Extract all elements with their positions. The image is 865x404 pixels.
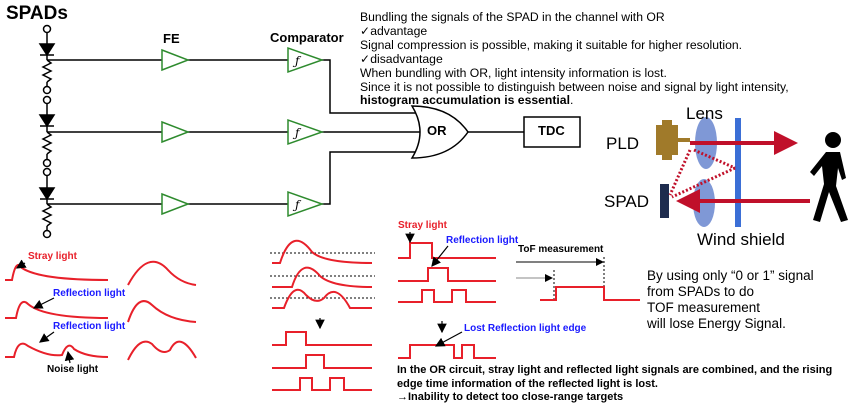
tof-waveform	[516, 257, 640, 301]
spads-label: SPADs	[6, 3, 68, 24]
label-reflection-light-1: Reflection light	[53, 288, 126, 299]
or-label: OR	[427, 123, 447, 138]
tdc-label: TDC	[538, 123, 565, 138]
wave-stray-reflect	[5, 300, 109, 319]
or-gate	[410, 105, 469, 159]
spad-label: SPAD	[604, 192, 650, 211]
comparator-3	[287, 190, 325, 218]
fe-amp-1	[161, 48, 191, 72]
fe-amplifiers	[161, 48, 191, 216]
energy-line-3: TOF measurement	[647, 300, 761, 315]
fe-label: FE	[163, 31, 180, 46]
label-noise-light: Noise light	[47, 364, 99, 375]
spad-cell-2	[38, 95, 56, 168]
wave-stray-reflect-noise	[5, 342, 109, 358]
wave-stray	[5, 264, 109, 281]
or-conclusion-line-3: →Inability to detect too close-range tar…	[397, 391, 624, 403]
or-conclusion-line-2: edge time information of the reflected l…	[397, 378, 658, 390]
label-or-stray-light: Stray light	[398, 220, 447, 231]
channel-wires	[47, 59, 524, 205]
svg-text:ƒ: ƒ	[292, 126, 302, 140]
stray-ray-3	[671, 166, 736, 199]
lens-label: Lens	[686, 104, 723, 123]
optics-diagram	[656, 117, 848, 227]
fe-amp-3	[161, 192, 191, 216]
spad-cell-1	[38, 24, 56, 95]
stray-ray-1	[668, 149, 692, 196]
comparators	[287, 46, 325, 218]
svg-text:ƒ: ƒ	[292, 54, 302, 68]
note-line-4: ✓disadvantage	[360, 52, 443, 66]
label-stray-light: Stray light	[28, 251, 77, 262]
wind-shield	[735, 118, 741, 227]
label-reflection-light-2: Reflection light	[53, 321, 126, 332]
wind-shield-label: Wind shield	[697, 230, 785, 249]
note-line-6: Since it is not possible to distinguish …	[360, 80, 789, 94]
svg-text:ƒ: ƒ	[292, 198, 302, 212]
note-line-1: Bundling the signals of the SPAD in the …	[360, 10, 665, 24]
energy-line-4: will lose Energy Signal.	[647, 316, 786, 331]
note-line-5: When bundling with OR, light intensity i…	[360, 66, 667, 80]
spad-column	[38, 24, 56, 239]
spad-block	[660, 184, 669, 218]
wave-shaped-1	[127, 260, 197, 286]
label-lost-edge: Lost Reflection light edge	[464, 323, 587, 334]
label-or-reflection-light: Reflection light	[446, 235, 519, 246]
wave-shaped-3	[127, 340, 197, 361]
wave-shaped-2	[127, 300, 197, 323]
or-waveforms	[398, 232, 496, 359]
fe-amp-2	[161, 120, 191, 144]
energy-line-1: By using only “0 or 1” signal	[647, 268, 814, 283]
label-tof-measurement: ToF measurement	[518, 244, 604, 255]
note-line-3: Signal compression is possible, making i…	[360, 38, 743, 52]
spad-cell-3	[38, 167, 56, 239]
pedestrian-icon	[810, 132, 848, 222]
pld-label: PLD	[606, 134, 640, 153]
tdc-box	[523, 116, 581, 148]
comparator-2	[287, 118, 325, 146]
note-line-7: histogram accumulation is essential.	[360, 93, 573, 107]
input-waveforms	[5, 260, 197, 361]
comparator-waveforms	[270, 239, 375, 391]
note-line-2: ✓advantage	[360, 24, 428, 38]
or-conclusion-line-1: In the OR circuit, stray light and refle…	[397, 364, 833, 376]
comparator-label: Comparator	[270, 30, 344, 45]
stray-ray-2	[693, 148, 736, 170]
energy-line-2: from SPADs to do	[647, 284, 755, 299]
comparator-1	[287, 46, 325, 74]
note-line-7-end: .	[569, 93, 574, 107]
note-line-7-bold: histogram accumulation is essential	[360, 93, 570, 107]
